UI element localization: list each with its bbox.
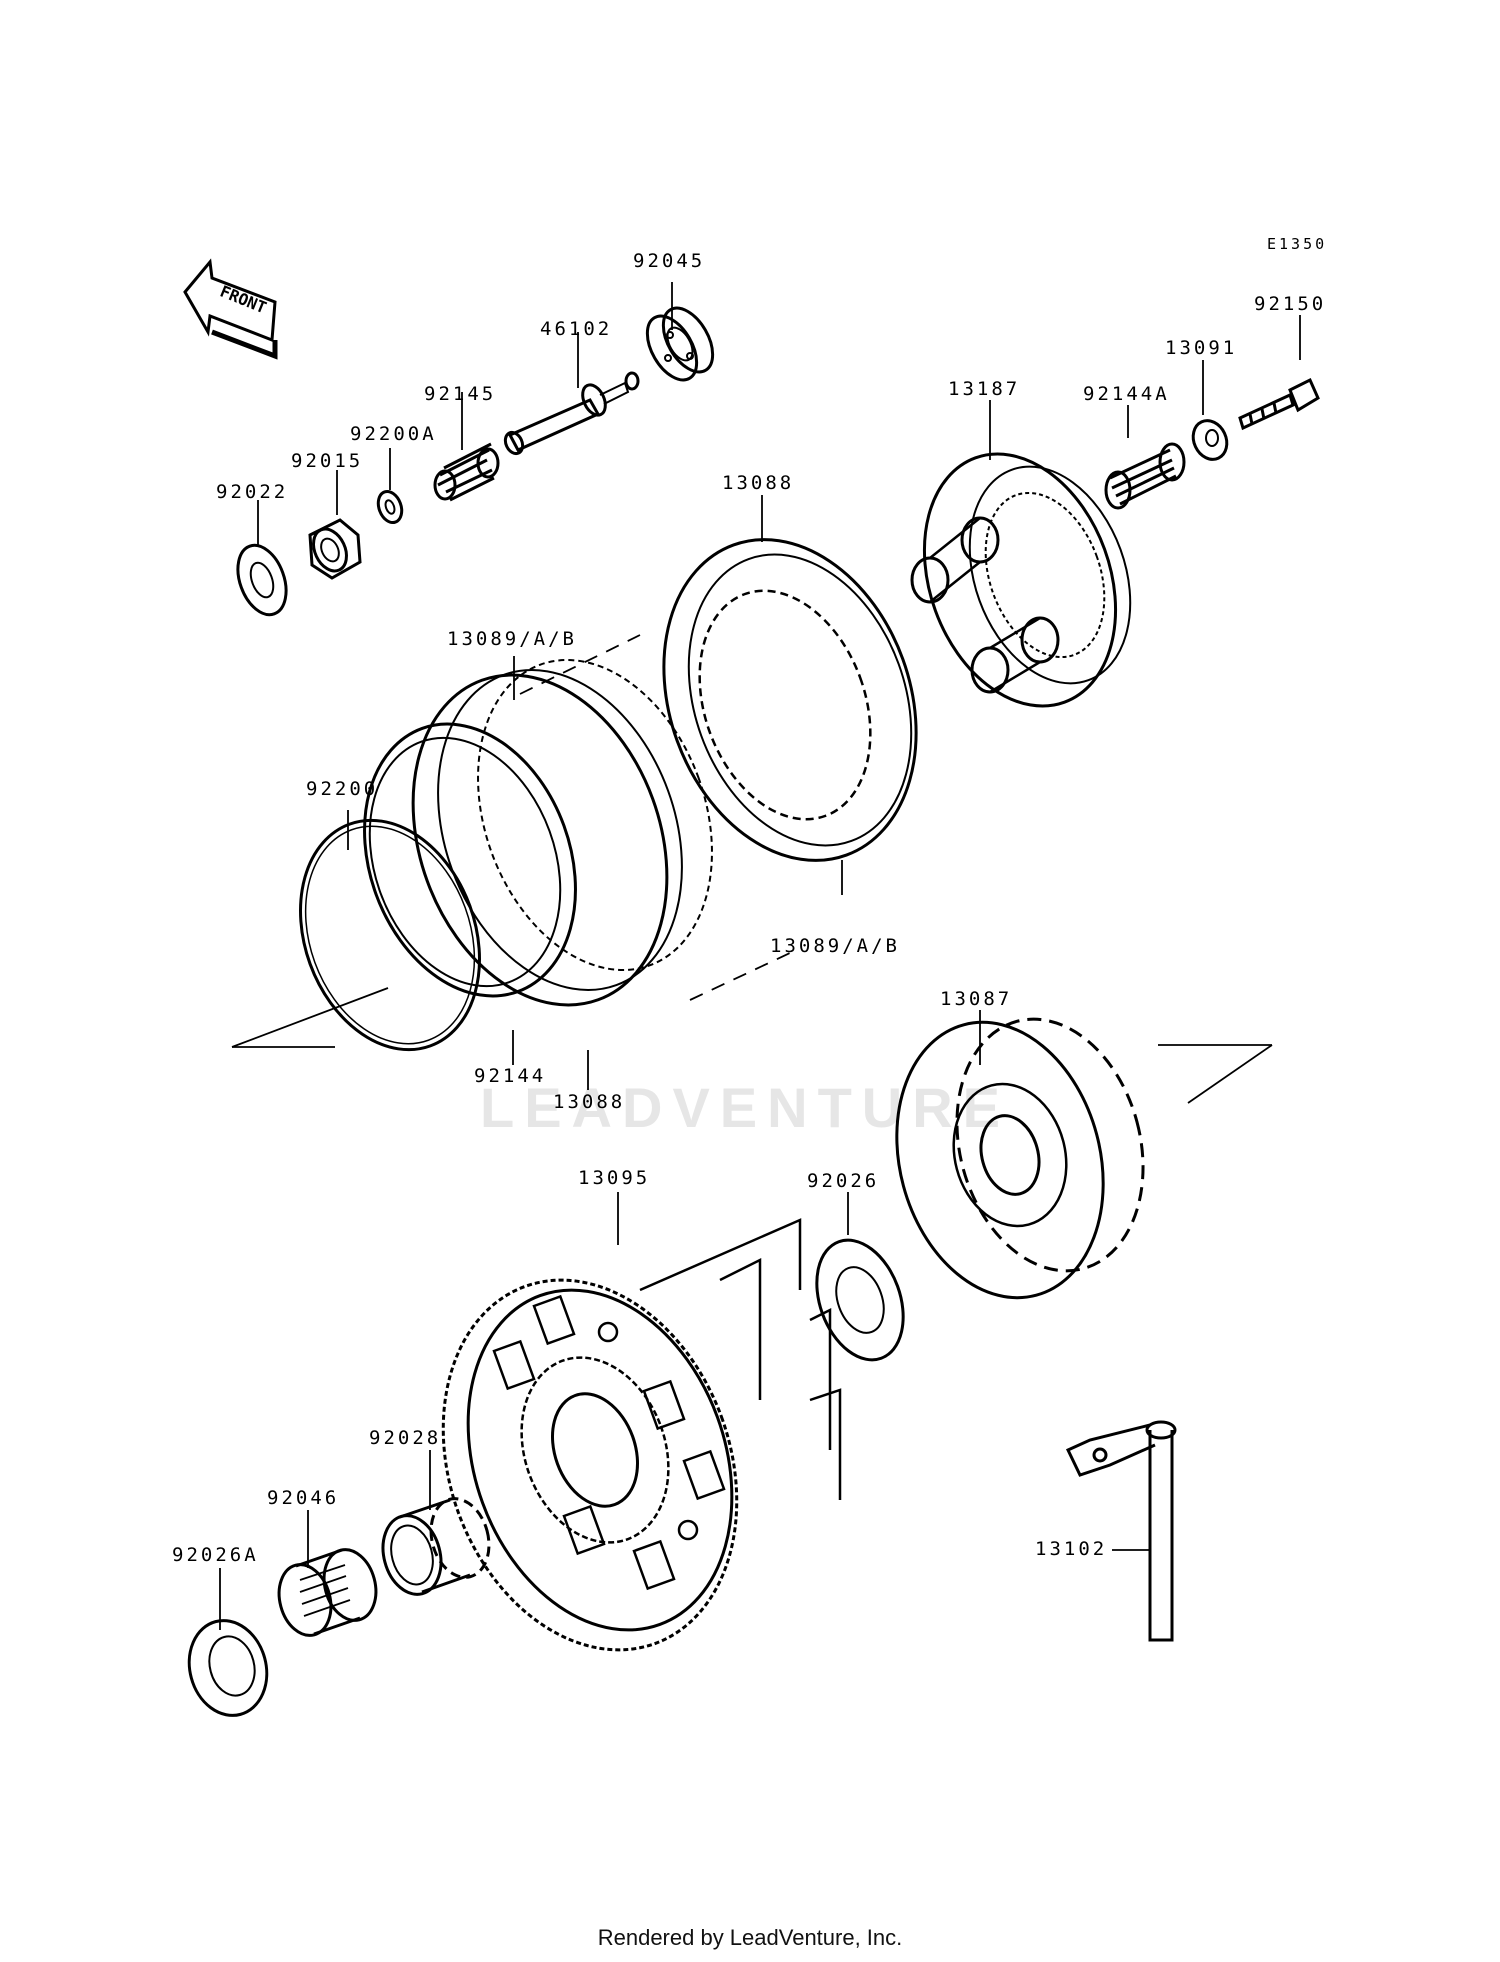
part-label-92046[interactable]: 92046 <box>267 1487 340 1509</box>
clutch-housing-13095 <box>393 1220 840 1691</box>
part-label-92026A[interactable]: 92026A <box>172 1544 259 1566</box>
sleeve-92028 <box>375 1492 498 1601</box>
washer-92022 <box>229 539 295 622</box>
push-rod-46102 <box>502 373 638 456</box>
nut-92015 <box>307 520 360 578</box>
leader-lines <box>220 282 1300 1630</box>
part-label-92028[interactable]: 92028 <box>369 1427 442 1449</box>
needle-bearing-92046 <box>272 1544 384 1641</box>
part-label-92022[interactable]: 92022 <box>216 481 289 503</box>
part-label-92200A[interactable]: 92200A <box>350 423 437 445</box>
part-label-13102[interactable]: 13102 <box>1035 1538 1108 1560</box>
part-label-92015[interactable]: 92015 <box>291 450 364 472</box>
part-label-92026[interactable]: 92026 <box>807 1170 880 1192</box>
diagram-code: E1350 <box>1267 235 1328 253</box>
part-label-46102[interactable]: 46102 <box>540 318 613 340</box>
friction-plate-13088-top <box>621 504 959 896</box>
part-label-13088-bottom[interactable]: 13088 <box>553 1091 626 1113</box>
ring-92200 <box>270 795 510 1075</box>
part-label-92145[interactable]: 92145 <box>424 383 497 405</box>
washer-92200A <box>374 488 406 526</box>
part-label-92144A[interactable]: 92144A <box>1083 383 1170 405</box>
watermark: LEADVENTURE <box>480 1076 1011 1139</box>
part-label-13095[interactable]: 13095 <box>578 1167 651 1189</box>
part-label-13087[interactable]: 13087 <box>940 988 1013 1010</box>
bearing-92045 <box>637 300 723 389</box>
part-label-92200[interactable]: 92200 <box>306 778 379 800</box>
washer-92026 <box>801 1228 919 1372</box>
spring-92144A <box>1106 444 1184 508</box>
footer-credit: Rendered by LeadVenture, Inc. <box>597 1925 903 1950</box>
spring-seat-13091 <box>1187 415 1233 465</box>
washer-92026A <box>179 1612 277 1724</box>
front-arrow-icon: FRONT <box>185 262 275 356</box>
part-label-13091[interactable]: 13091 <box>1165 337 1238 359</box>
spring-92145 <box>435 444 498 500</box>
part-label-13088-top[interactable]: 13088 <box>722 472 795 494</box>
part-label-92144[interactable]: 92144 <box>474 1065 547 1087</box>
part-label-92150[interactable]: 92150 <box>1254 293 1327 315</box>
part-label-92045[interactable]: 92045 <box>633 250 706 272</box>
bolt-92150 <box>1240 380 1318 428</box>
release-lever-13102 <box>1068 1422 1175 1640</box>
pressure-plate-13187 <box>891 427 1159 733</box>
part-label-13089-right[interactable]: 13089/A/B <box>770 935 900 957</box>
part-label-13187[interactable]: 13187 <box>948 378 1021 400</box>
part-label-13089-left[interactable]: 13089/A/B <box>447 628 577 650</box>
clutch-hub-13087 <box>867 998 1170 1321</box>
